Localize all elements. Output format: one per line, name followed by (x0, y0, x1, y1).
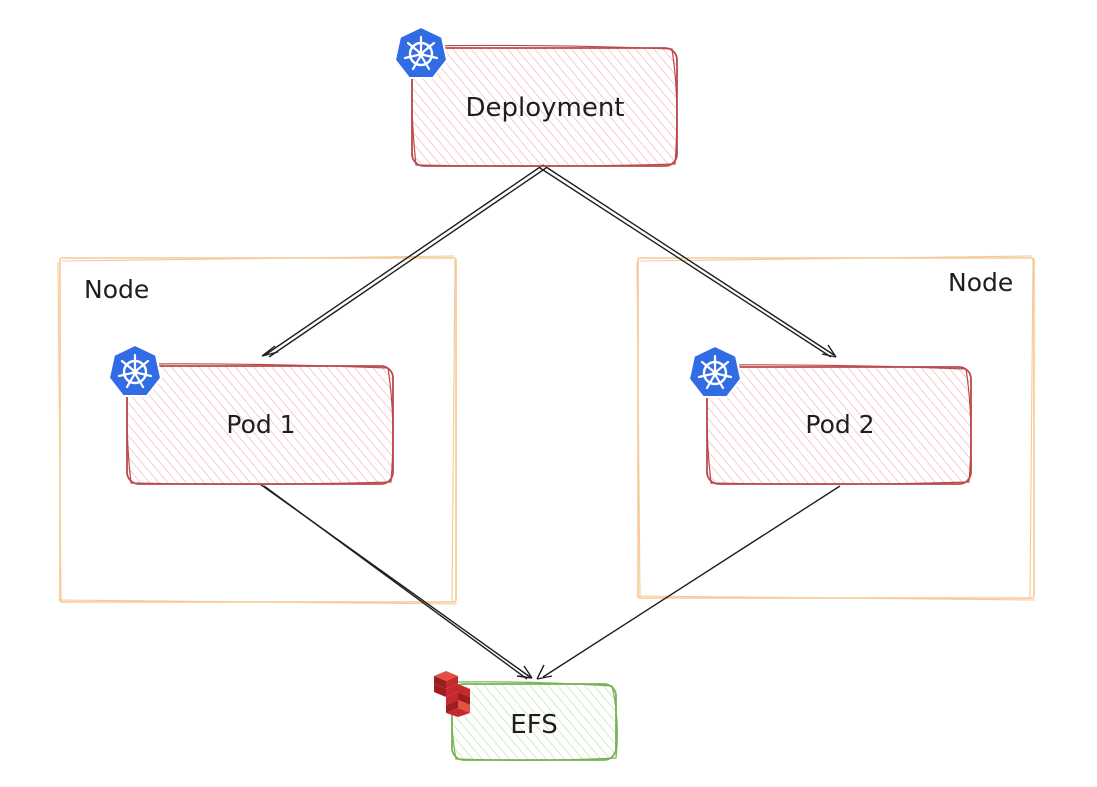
kubernetes-icon (687, 344, 743, 398)
arrow-pod2-to-efs (536, 485, 841, 680)
kubernetes-icon (107, 343, 163, 397)
arrow-deployment-to-pod1 (261, 164, 547, 358)
pod-box-1: Pod 1 (126, 363, 394, 485)
arrows (259, 164, 841, 680)
node-box-left: Node (57, 255, 458, 605)
arrow-pod1-to-efs (259, 483, 533, 680)
pod2-label: Pod 2 (805, 410, 874, 439)
aws-efs-icon (434, 671, 470, 717)
pod1-label: Pod 1 (226, 410, 295, 439)
deployment-label: Deployment (465, 93, 624, 123)
pod-box-2: Pod 2 (706, 364, 972, 485)
kubernetes-icon (393, 25, 449, 79)
node-label-left: Node (84, 275, 149, 304)
arrow-deployment-to-pod2 (539, 164, 837, 358)
node-label-right: Node (948, 268, 1013, 297)
efs-box: EFS (451, 681, 618, 761)
efs-label: EFS (510, 710, 557, 740)
deployment-box: Deployment (411, 44, 678, 167)
node-box-right: Node (635, 255, 1036, 601)
